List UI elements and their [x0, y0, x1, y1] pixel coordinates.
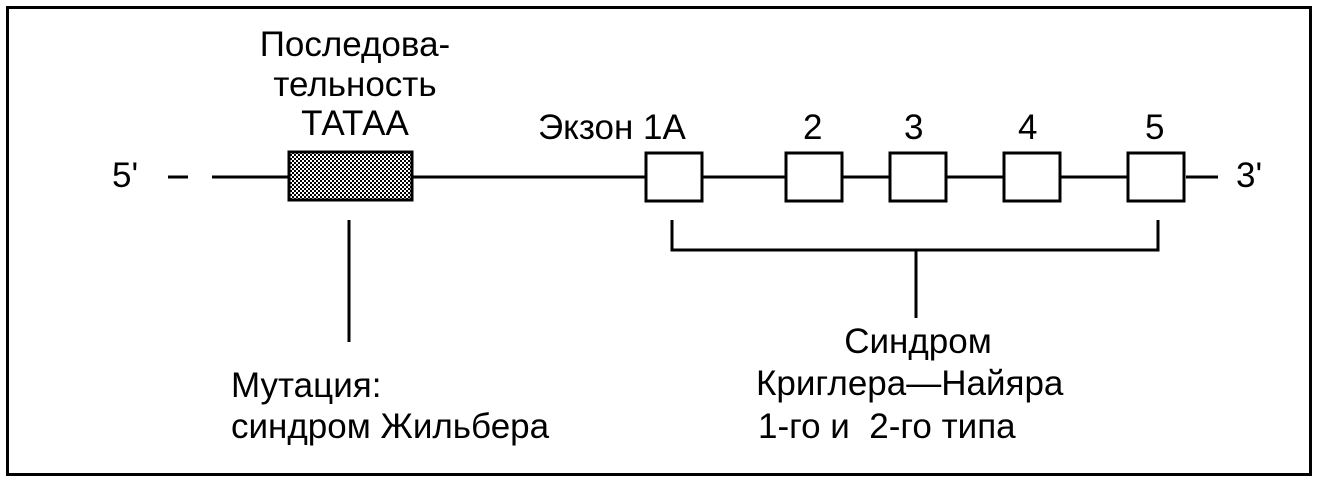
crigler-label-line-2: Криглера—Найяра [756, 364, 1064, 403]
tataa-label-line-2: тельность [273, 65, 437, 104]
exon-1a-box [644, 151, 704, 203]
crigler-label-line-3: 1-го и 2-го типа [758, 407, 1016, 446]
exon-3-box [888, 151, 948, 203]
exon-2-label: 2 [803, 108, 823, 147]
exon-5-label: 5 [1145, 108, 1165, 147]
diagram-frame [6, 6, 1312, 476]
exon-1a-label: Экзон 1А [538, 108, 686, 147]
crigler-label-line-1: Синдром [844, 322, 992, 361]
exon-4-box [1002, 151, 1062, 203]
tataa-label-line-3: ТАТАА [301, 104, 409, 143]
gilbert-label-line-2: синдром Жильбера [231, 407, 550, 446]
five-prime-label: 5' [112, 156, 139, 195]
exon-3-label: 3 [904, 108, 924, 147]
exon-4-label: 4 [1018, 108, 1038, 147]
exon-5-box [1126, 151, 1186, 203]
tataa-box [287, 150, 414, 202]
exon-2-box [784, 151, 844, 203]
crigler-bracket [670, 220, 1160, 252]
tataa-label-line-1: Последова- [259, 25, 451, 64]
three-prime-label: 3' [1236, 156, 1263, 195]
gilbert-label-line-1: Мутация: [231, 366, 382, 405]
